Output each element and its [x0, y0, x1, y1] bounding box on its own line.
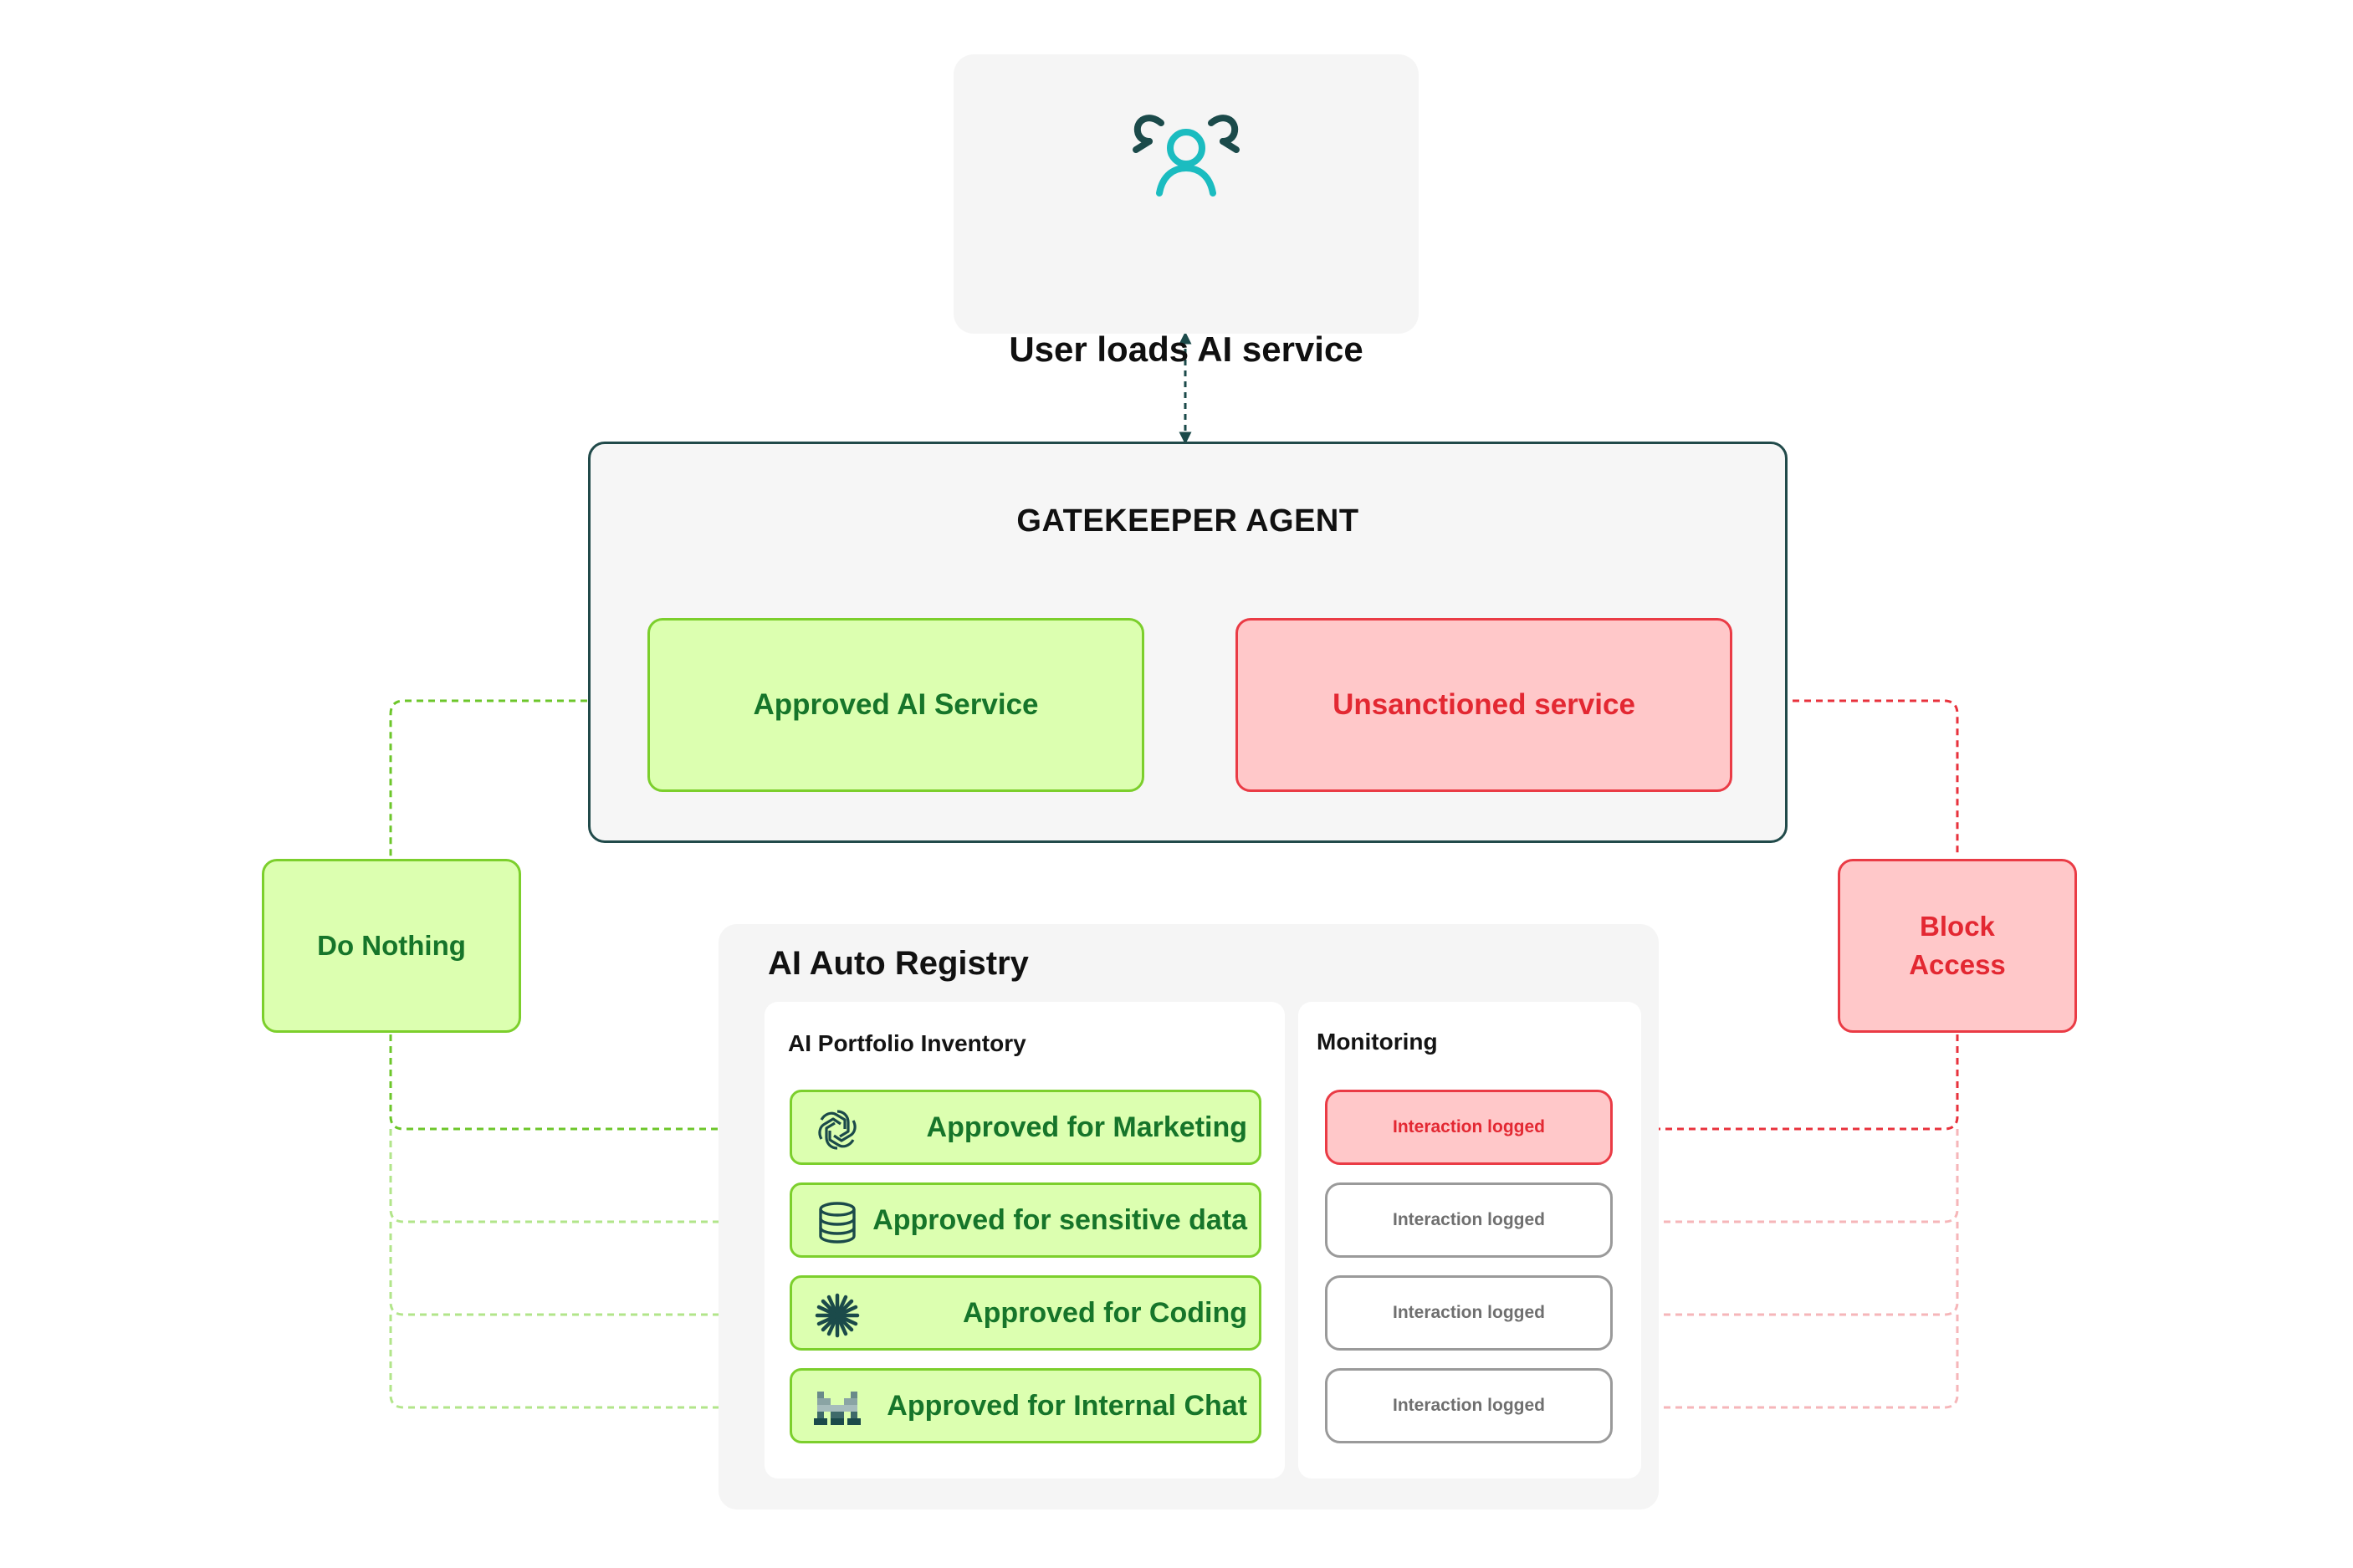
starburst-icon	[815, 1293, 860, 1338]
openai-icon	[818, 1110, 857, 1150]
do-nothing-node: Do Nothing	[262, 859, 521, 1033]
inventory-item-sensitive: Approved for sensitive data	[790, 1182, 1261, 1258]
approved-to-do-nothing-connector	[389, 699, 646, 857]
inventory-label: Approved for Internal Chat	[887, 1390, 1247, 1422]
inventory-item-marketing: Approved for Marketing	[790, 1090, 1261, 1165]
block-to-log1-connector	[1614, 1034, 1959, 1136]
unsanctioned-service-node: Unsanctioned service	[1235, 618, 1732, 792]
block-access-node: Block Access	[1838, 859, 2077, 1033]
registry-title: AI Auto Registry	[768, 945, 1029, 982]
inventory-item-chat: Approved for Internal Chat	[790, 1368, 1261, 1443]
approved-service-node: Approved AI Service	[647, 618, 1144, 792]
block-to-log2-connector	[1614, 1129, 1959, 1228]
do-nothing-to-marketing-connector	[389, 1034, 789, 1136]
user-card: User loads AI service	[954, 54, 1419, 369]
user-title: User loads AI service	[1009, 329, 1363, 369]
inventory-label: Approved for Marketing	[926, 1111, 1247, 1143]
database-icon	[819, 1202, 856, 1244]
pixel-m-icon	[814, 1392, 861, 1425]
monitoring-title: Monitoring	[1317, 1029, 1438, 1055]
inventory-label: Approved for sensitive data	[872, 1204, 1247, 1236]
gatekeeper-title: GATEKEEPER AGENT	[1016, 503, 1359, 539]
block-to-log4-connector	[1614, 1315, 1959, 1414]
monitoring-log-4: Interaction logged	[1325, 1368, 1613, 1443]
monitoring-log-2: Interaction logged	[1325, 1182, 1613, 1258]
inventory-item-coding: Approved for Coding	[790, 1275, 1261, 1351]
block-to-log3-connector	[1614, 1222, 1959, 1321]
monitoring-log-3: Interaction logged	[1325, 1275, 1613, 1351]
inventory-label: Approved for Coding	[963, 1297, 1247, 1329]
users-icon	[1133, 115, 1240, 197]
portfolio-title: AI Portfolio Inventory	[788, 1030, 1026, 1056]
monitoring-log-1: Interaction logged	[1325, 1090, 1613, 1165]
